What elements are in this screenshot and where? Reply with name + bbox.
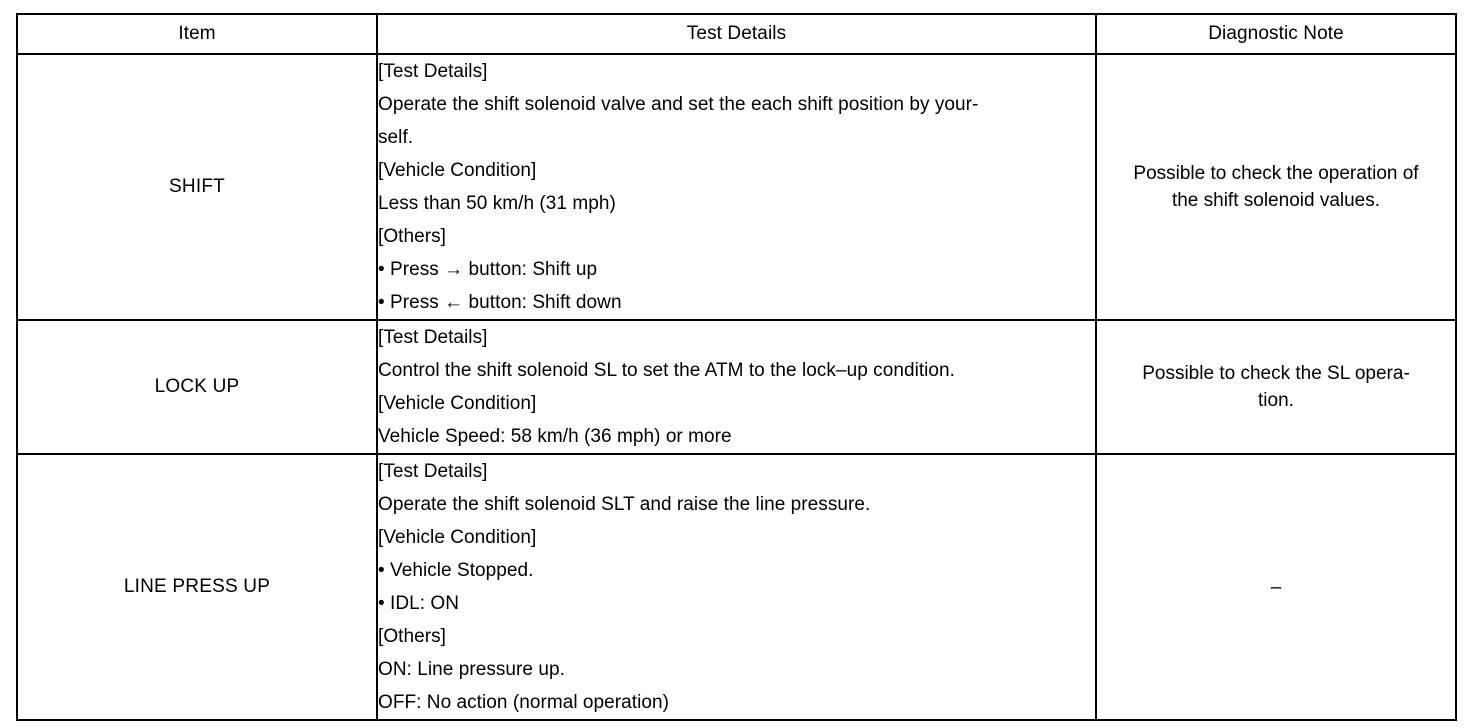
detail-line: • Vehicle Stopped. <box>378 560 534 581</box>
detail-line: Less than 50 km/h (31 mph) <box>378 193 616 214</box>
detail-line: OFF: No action (normal operation) <box>378 692 669 713</box>
detail-line: • Press ← button: Shift down <box>378 292 622 313</box>
table-row: LINE PRESS UP [Test Details] Operate the… <box>16 453 1457 721</box>
table-row: LOCK UP [Test Details] Control the shift… <box>16 319 1457 455</box>
detail-line: [Vehicle Condition] <box>378 160 537 181</box>
table-row: SHIFT [Test Details] Operate the shift s… <box>16 53 1457 321</box>
note-line: tion. <box>1258 390 1294 411</box>
column-header-item: Item <box>16 13 378 55</box>
detail-line: • IDL: ON <box>378 593 460 614</box>
table-body: SHIFT [Test Details] Operate the shift s… <box>16 53 1457 721</box>
detail-line: ON: Line pressure up. <box>378 659 565 680</box>
detail-line: Operate the shift solenoid SLT and raise… <box>378 494 871 515</box>
cell-item-lock-up: LOCK UP <box>16 319 378 455</box>
detail-line: [Vehicle Condition] <box>378 527 537 548</box>
detail-line: Control the shift solenoid SL to set the… <box>378 360 955 381</box>
note-line-dash: – <box>1270 576 1282 598</box>
note-line: the shift solenoid values. <box>1171 190 1381 211</box>
cell-test-details-line-press-up: [Test Details] Operate the shift solenoi… <box>376 453 1097 721</box>
table-header-row: Item Test Details Diagnostic Note <box>16 13 1457 55</box>
detail-line: • Press → button: Shift up <box>378 259 598 280</box>
table-header: Item Test Details Diagnostic Note <box>16 13 1457 55</box>
cell-diagnostic-note-shift: Possible to check the operation of the s… <box>1095 53 1457 321</box>
detail-line: [Test Details] <box>378 461 488 482</box>
detail-line: [Others] <box>378 626 446 647</box>
cell-item-line-press-up: LINE PRESS UP <box>16 453 378 721</box>
detail-line: [Test Details] <box>378 61 488 82</box>
detail-line: self. <box>378 127 414 148</box>
detail-line: Vehicle Speed: 58 km/h (36 mph) or more <box>378 426 732 447</box>
column-header-test-details: Test Details <box>376 13 1097 55</box>
detail-line: [Test Details] <box>378 327 488 348</box>
cell-test-details-shift: [Test Details] Operate the shift solenoi… <box>376 53 1097 321</box>
note-line: Possible to check the SL opera- <box>1142 363 1410 384</box>
cell-diagnostic-note-line-press-up: – <box>1095 453 1457 721</box>
detail-line: Operate the shift solenoid valve and set… <box>378 94 979 115</box>
cell-diagnostic-note-lock-up: Possible to check the SL opera- tion. <box>1095 319 1457 455</box>
cell-item-shift: SHIFT <box>16 53 378 321</box>
detail-line: [Others] <box>378 226 446 247</box>
cell-test-details-lock-up: [Test Details] Control the shift solenoi… <box>376 319 1097 455</box>
detail-line: [Vehicle Condition] <box>378 393 537 414</box>
column-header-diagnostic-note: Diagnostic Note <box>1095 13 1457 55</box>
diagnostic-test-table: Item Test Details Diagnostic Note SHIFT … <box>16 13 1457 721</box>
note-line: Possible to check the operation of <box>1133 163 1419 184</box>
